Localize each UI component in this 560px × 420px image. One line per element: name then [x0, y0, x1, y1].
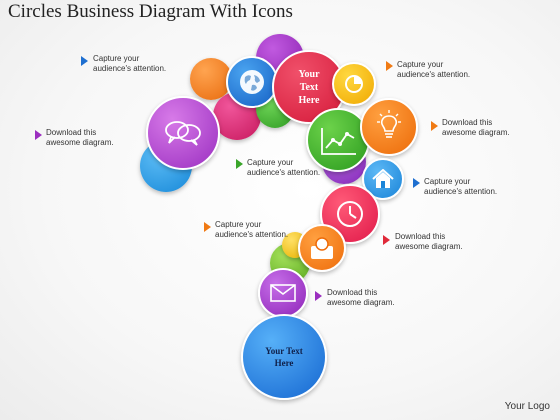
callout-label-4: Download this awesome diagram. — [442, 118, 552, 138]
callout-label-8-line1: Download this — [395, 232, 446, 241]
label-arrow-5 — [236, 159, 243, 169]
center-text-line3: Here — [298, 95, 320, 106]
globe-icon — [240, 70, 264, 94]
callout-label-3: Download this awesome diagram. — [46, 128, 156, 148]
logo-text: Your Logo — [504, 401, 550, 412]
callout-label-4-line1: Download this — [442, 118, 493, 127]
center-text-line1: Your — [298, 69, 320, 80]
callout-label-4-line2: awesome diagram. — [442, 128, 510, 137]
callout-label-2: Capture your audience's attention. — [397, 60, 507, 80]
pie-chart-icon — [345, 75, 363, 93]
circle-bottom-blue: Your Text Here — [241, 314, 327, 400]
page-title: Circles Business Diagram With Icons — [8, 1, 293, 22]
circle-chat — [146, 96, 220, 170]
home-icon — [372, 169, 394, 188]
circle-pie-chart — [332, 62, 376, 106]
callout-label-7-line1: Capture your — [215, 220, 262, 229]
callout-label-9-line1: Download this — [327, 288, 378, 297]
callout-label-9-line2: awesome diagram. — [327, 298, 395, 307]
callout-label-5-line2: audience's attention. — [247, 168, 321, 177]
callout-label-5-line1: Capture your — [247, 158, 294, 167]
bottom-text-line1: Your Text — [265, 346, 303, 356]
label-arrow-9 — [315, 291, 322, 301]
label-arrow-8 — [383, 235, 390, 245]
bottom-text-line2: Here — [274, 358, 294, 368]
callout-label-1-line1: Capture your — [93, 54, 140, 63]
callout-label-8-line2: awesome diagram. — [395, 242, 463, 251]
label-arrow-7 — [204, 222, 211, 232]
callout-label-2-line2: audience's attention. — [397, 70, 471, 79]
chat-bubbles-icon — [165, 121, 201, 146]
circle-line-chart — [306, 108, 370, 172]
callout-label-2-line1: Capture your — [397, 60, 444, 69]
callout-label-1-line2: audience's attention. — [93, 64, 167, 73]
callout-label-5: Capture your audience's attention. — [247, 158, 357, 178]
user-icon — [311, 237, 333, 259]
callout-label-6-line2: audience's attention. — [424, 187, 498, 196]
circle-globe — [226, 56, 278, 108]
callout-label-7: Capture your audience's attention. — [215, 220, 325, 240]
callout-label-1: Capture your audience's attention. — [93, 54, 203, 74]
callout-label-3-line2: awesome diagram. — [46, 138, 114, 147]
circle-lightbulb — [360, 98, 418, 156]
label-arrow-4 — [431, 121, 438, 131]
label-arrow-2 — [386, 61, 393, 71]
label-arrow-1 — [81, 56, 88, 66]
circle-envelope — [258, 268, 308, 318]
callout-label-7-line2: audience's attention. — [215, 230, 289, 239]
clock-icon — [337, 201, 363, 227]
callout-label-6: Capture your audience's attention. — [424, 177, 534, 197]
label-arrow-3 — [35, 130, 42, 140]
lightbulb-icon — [377, 110, 401, 138]
circle-orange-small — [190, 58, 232, 100]
circle-user — [298, 224, 346, 272]
callout-label-8: Download this awesome diagram. — [395, 232, 505, 252]
callout-label-9: Download this awesome diagram. — [327, 288, 437, 308]
center-text-line2: Text — [299, 82, 319, 93]
callout-label-3-line1: Download this — [46, 128, 97, 137]
line-chart-icon — [321, 128, 356, 155]
envelope-icon — [270, 284, 296, 302]
callout-label-6-line1: Capture your — [424, 177, 471, 186]
label-arrow-6 — [413, 178, 420, 188]
